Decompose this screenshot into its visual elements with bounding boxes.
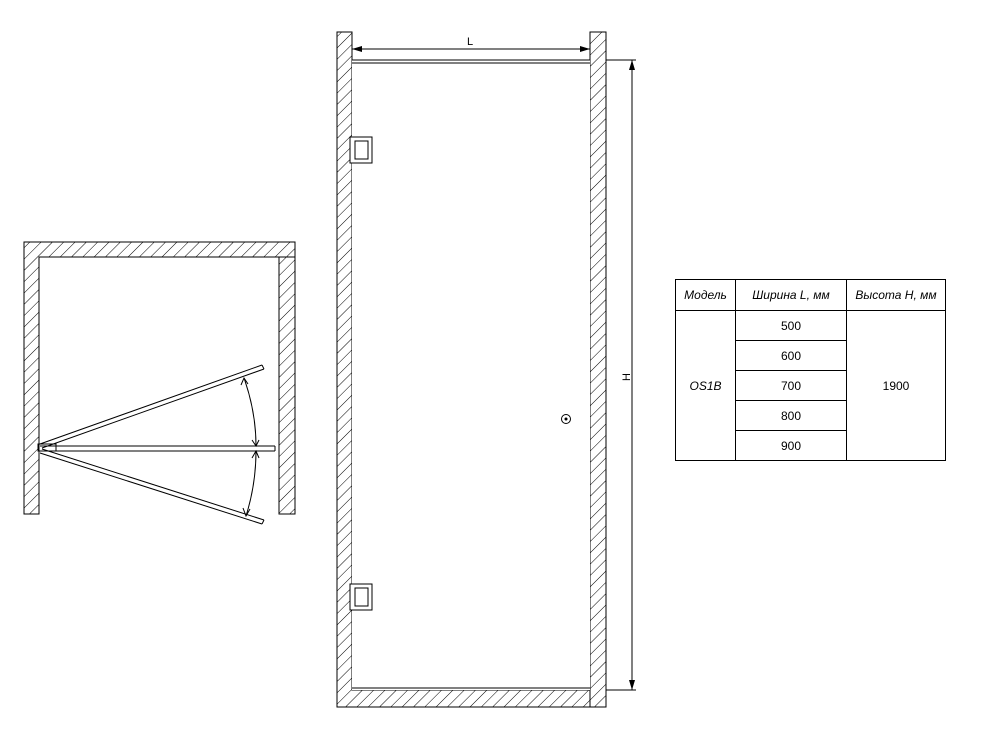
spec-table: Модель Ширина L, мм Высота H, мм OS1B 50… [675, 279, 946, 461]
hinge-mark [37, 443, 57, 452]
width-cell: 900 [735, 430, 847, 461]
table-row: 700 [676, 370, 946, 401]
table-header-row: Модель Ширина L, мм Высота H, мм [675, 279, 946, 311]
height-label: H [621, 373, 633, 381]
width-cell: 500 [735, 310, 847, 341]
door-glass-panel [352, 60, 590, 690]
door-panel-open-outward [39, 448, 265, 525]
height-cell: 1900 [846, 310, 946, 461]
header-model: Модель [675, 279, 736, 311]
door-panel-closed [40, 445, 276, 452]
width-cell: 600 [735, 340, 847, 371]
table-row: OS1B 500 1900 [675, 310, 946, 461]
dimension-width: L [352, 36, 590, 52]
plan-wall-right [278, 256, 296, 515]
swing-arc-lower [242, 449, 260, 518]
hinge-bottom [349, 583, 373, 611]
door-panel-open-inward [39, 364, 265, 449]
hinge-top [349, 136, 373, 164]
width-label: L [467, 36, 473, 48]
door-knob [561, 414, 571, 424]
plan-wall-left [23, 241, 296, 515]
header-height: Высота H, мм [846, 279, 946, 311]
table-row: 600 [676, 340, 946, 371]
swing-arc-upper [240, 376, 260, 447]
front-view: L H [336, 31, 636, 708]
header-width: Ширина L, мм [735, 279, 847, 311]
model-cell: OS1B [675, 310, 736, 461]
table-row: 900 [676, 430, 946, 461]
width-cell: 700 [735, 370, 847, 401]
plan-view [23, 241, 296, 525]
width-cell: 800 [735, 400, 847, 431]
dimension-height: H [606, 59, 636, 691]
front-wall-right [589, 31, 607, 708]
